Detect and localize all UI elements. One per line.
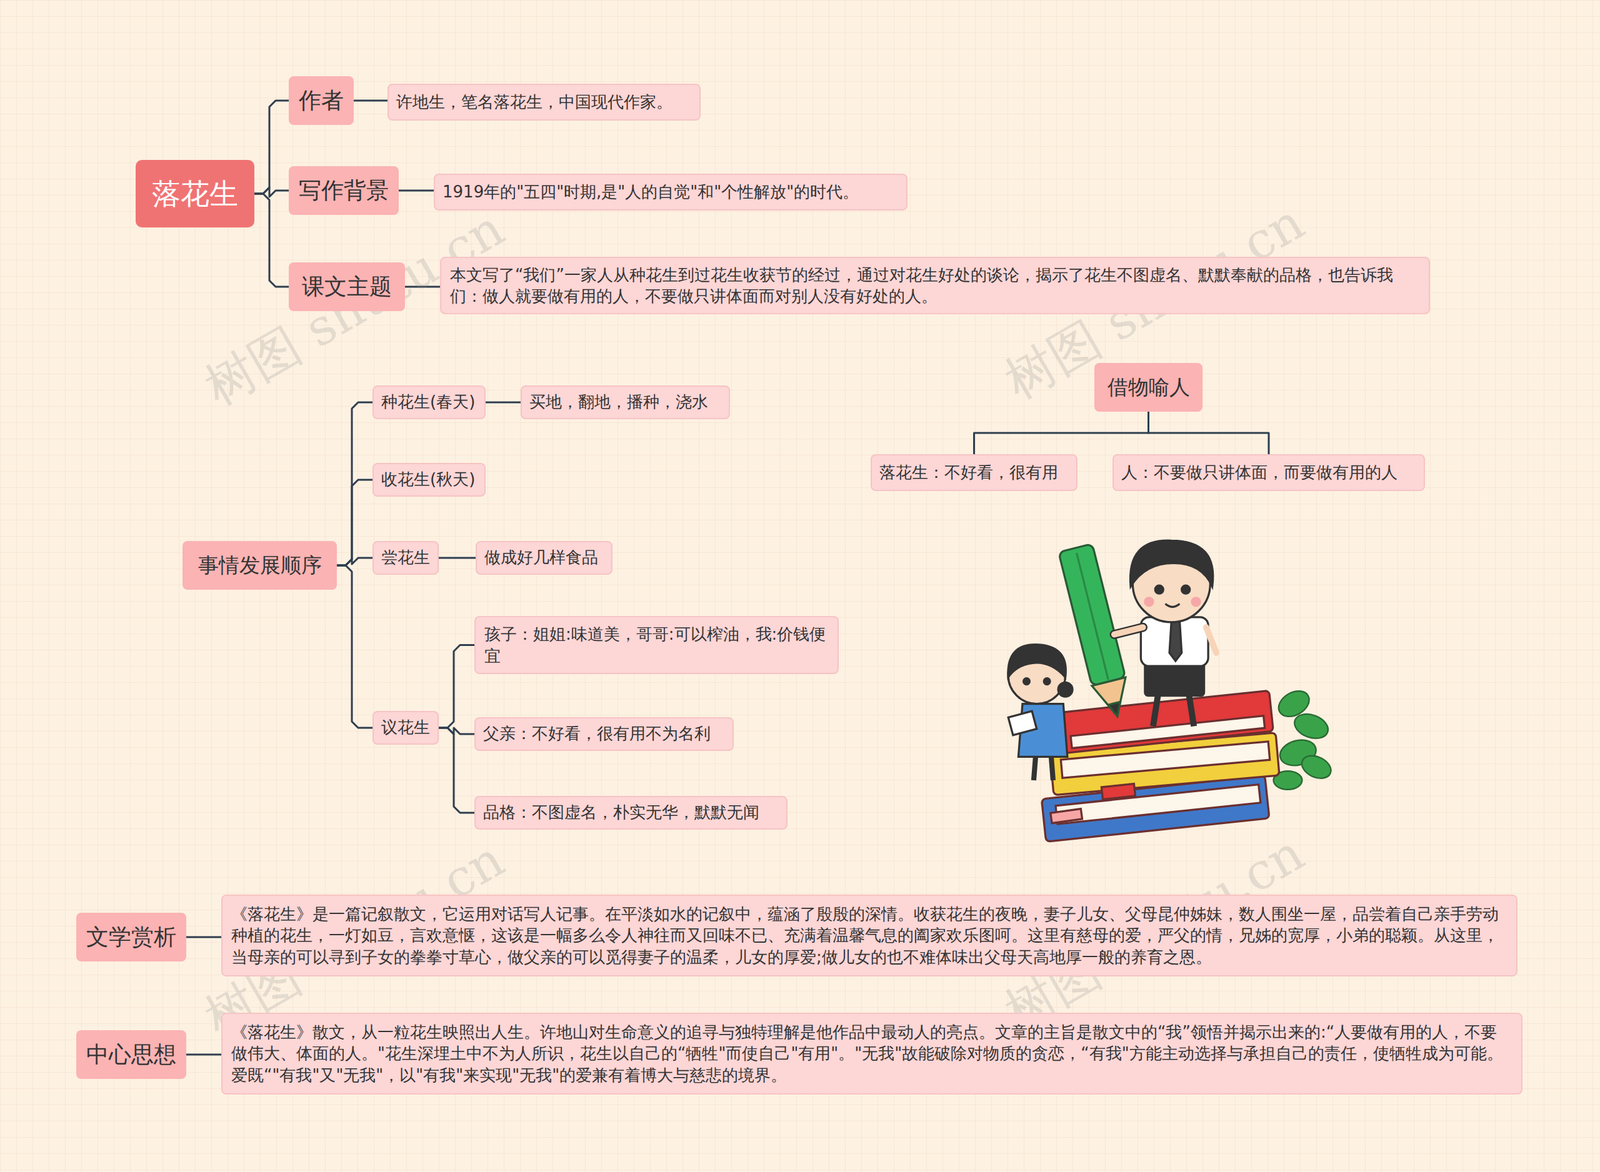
tree-connector (353, 100, 388, 102)
tree-connector (485, 401, 521, 404)
tree-connector (398, 190, 434, 192)
detail-box: 买地，翻地，播种，浇水 (520, 385, 730, 420)
step-box: 议花生 (372, 711, 439, 745)
tree-connector (186, 1054, 222, 1057)
detail-box: 孩子：姐姐:味道美，哥哥:可以榨油，我:价钱便宜 (474, 616, 839, 675)
node-text: 作者 (298, 85, 344, 117)
tree-connector (1148, 411, 1270, 455)
detail-box: 许地生，笔名落花生，中国现代作家。 (387, 83, 701, 121)
node-text: 落花生 (151, 174, 239, 214)
node-text: 做成好几样食品 (484, 546, 599, 569)
tree-connector (336, 558, 373, 566)
node-text: 孩子：姐姐:味道美，哥哥:可以榨油，我:价钱便宜 (484, 623, 829, 667)
tree-connector (336, 480, 373, 566)
node-text: 落花生：不好看，很有用 (879, 461, 1059, 484)
detail-box: 本文写了“我们”一家人从种花生到过花生收获节的经过，通过对花生好处的谈论，揭示了… (440, 256, 1430, 315)
branch-topic: 中心思想 (76, 1030, 187, 1080)
node-text: 文学赏析 (86, 922, 177, 954)
node-text: 《落花生》散文，从一粒花生映照出人生。许地山对生命意义的追寻与独特理解是他作品中… (231, 1021, 1513, 1087)
branch-topic: 事情发展顺序 (182, 541, 337, 590)
tree-connector (254, 187, 289, 197)
node-text: 课文主题 (301, 271, 392, 303)
detail-box: 1919年的"五四"时期,是"人的自觉"和"个性解放"的时代。 (433, 173, 908, 211)
tree-connector (438, 728, 475, 814)
tree-connector (254, 100, 289, 194)
node-text: 许地生，笔名落花生，中国现代作家。 (396, 91, 673, 114)
detail-box: 做成好几样食品 (475, 541, 613, 575)
tree-connector (974, 411, 1149, 455)
branch-topic: 课文主题 (288, 262, 405, 312)
node-text: 中心思想 (86, 1040, 177, 1071)
tree-connector (336, 565, 373, 729)
node-text: 品格：不图虚名，朴实无华，默默无闻 (483, 801, 760, 824)
paragraph-box: 《落花生》散文，从一粒花生映照出人生。许地山对生命意义的追寻与独特理解是他作品中… (221, 1013, 1523, 1095)
node-text: 人：不要做只讲体面，而要做有用的人 (1121, 461, 1398, 484)
detail-box: 落花生：不好看，很有用 (870, 454, 1078, 492)
node-text: 事情发展顺序 (198, 551, 322, 580)
branch-topic: 作者 (288, 76, 354, 125)
node-text: 种花生(春天) (381, 391, 475, 414)
tree-connector (438, 645, 475, 729)
node-text: 收花生(秋天) (381, 468, 475, 491)
detail-box: 父亲：不好看，很有用不为名利 (474, 717, 734, 752)
node-text: 借物喻人 (1107, 373, 1190, 402)
detail-box: 人：不要做只讲体面，而要做有用的人 (1112, 454, 1425, 492)
node-text: 1919年的"五四"时期,是"人的自觉"和"个性解放"的时代。 (442, 181, 859, 204)
step-box: 种花生(春天) (372, 385, 486, 420)
node-text: 本文写了“我们”一家人从种花生到过花生收获节的经过，通过对花生好处的谈论，揭示了… (450, 264, 1420, 308)
step-box: 收花生(秋天) (372, 463, 486, 497)
branch-topic: 写作背景 (288, 166, 399, 215)
tree-connector (254, 193, 289, 287)
tree-connector (186, 936, 222, 939)
tree-connector (438, 557, 476, 560)
tree-connector (336, 402, 373, 566)
step-box: 尝花生 (372, 541, 439, 575)
node-text: 写作背景 (298, 175, 389, 207)
node-text: 《落花生》是一篇记叙散文，它运用对话写人记事。在平淡如水的记叙中，蕴涵了殷殷的深… (231, 903, 1508, 969)
node-text: 尝花生 (381, 546, 430, 569)
paragraph-box: 《落花生》是一篇记叙散文，它运用对话写人记事。在平淡如水的记叙中，蕴涵了殷殷的深… (221, 895, 1518, 977)
node-text: 买地，翻地，播种，浇水 (529, 391, 709, 414)
branch-topic: 文学赏析 (76, 913, 187, 962)
node-text: 议花生 (381, 716, 430, 739)
detail-box: 品格：不图虚名，朴实无华，默默无闻 (474, 796, 788, 830)
branch-topic: 借物喻人 (1094, 363, 1203, 412)
root-topic: 落花生 (135, 160, 255, 228)
node-text: 父亲：不好看，很有用不为名利 (483, 723, 711, 745)
